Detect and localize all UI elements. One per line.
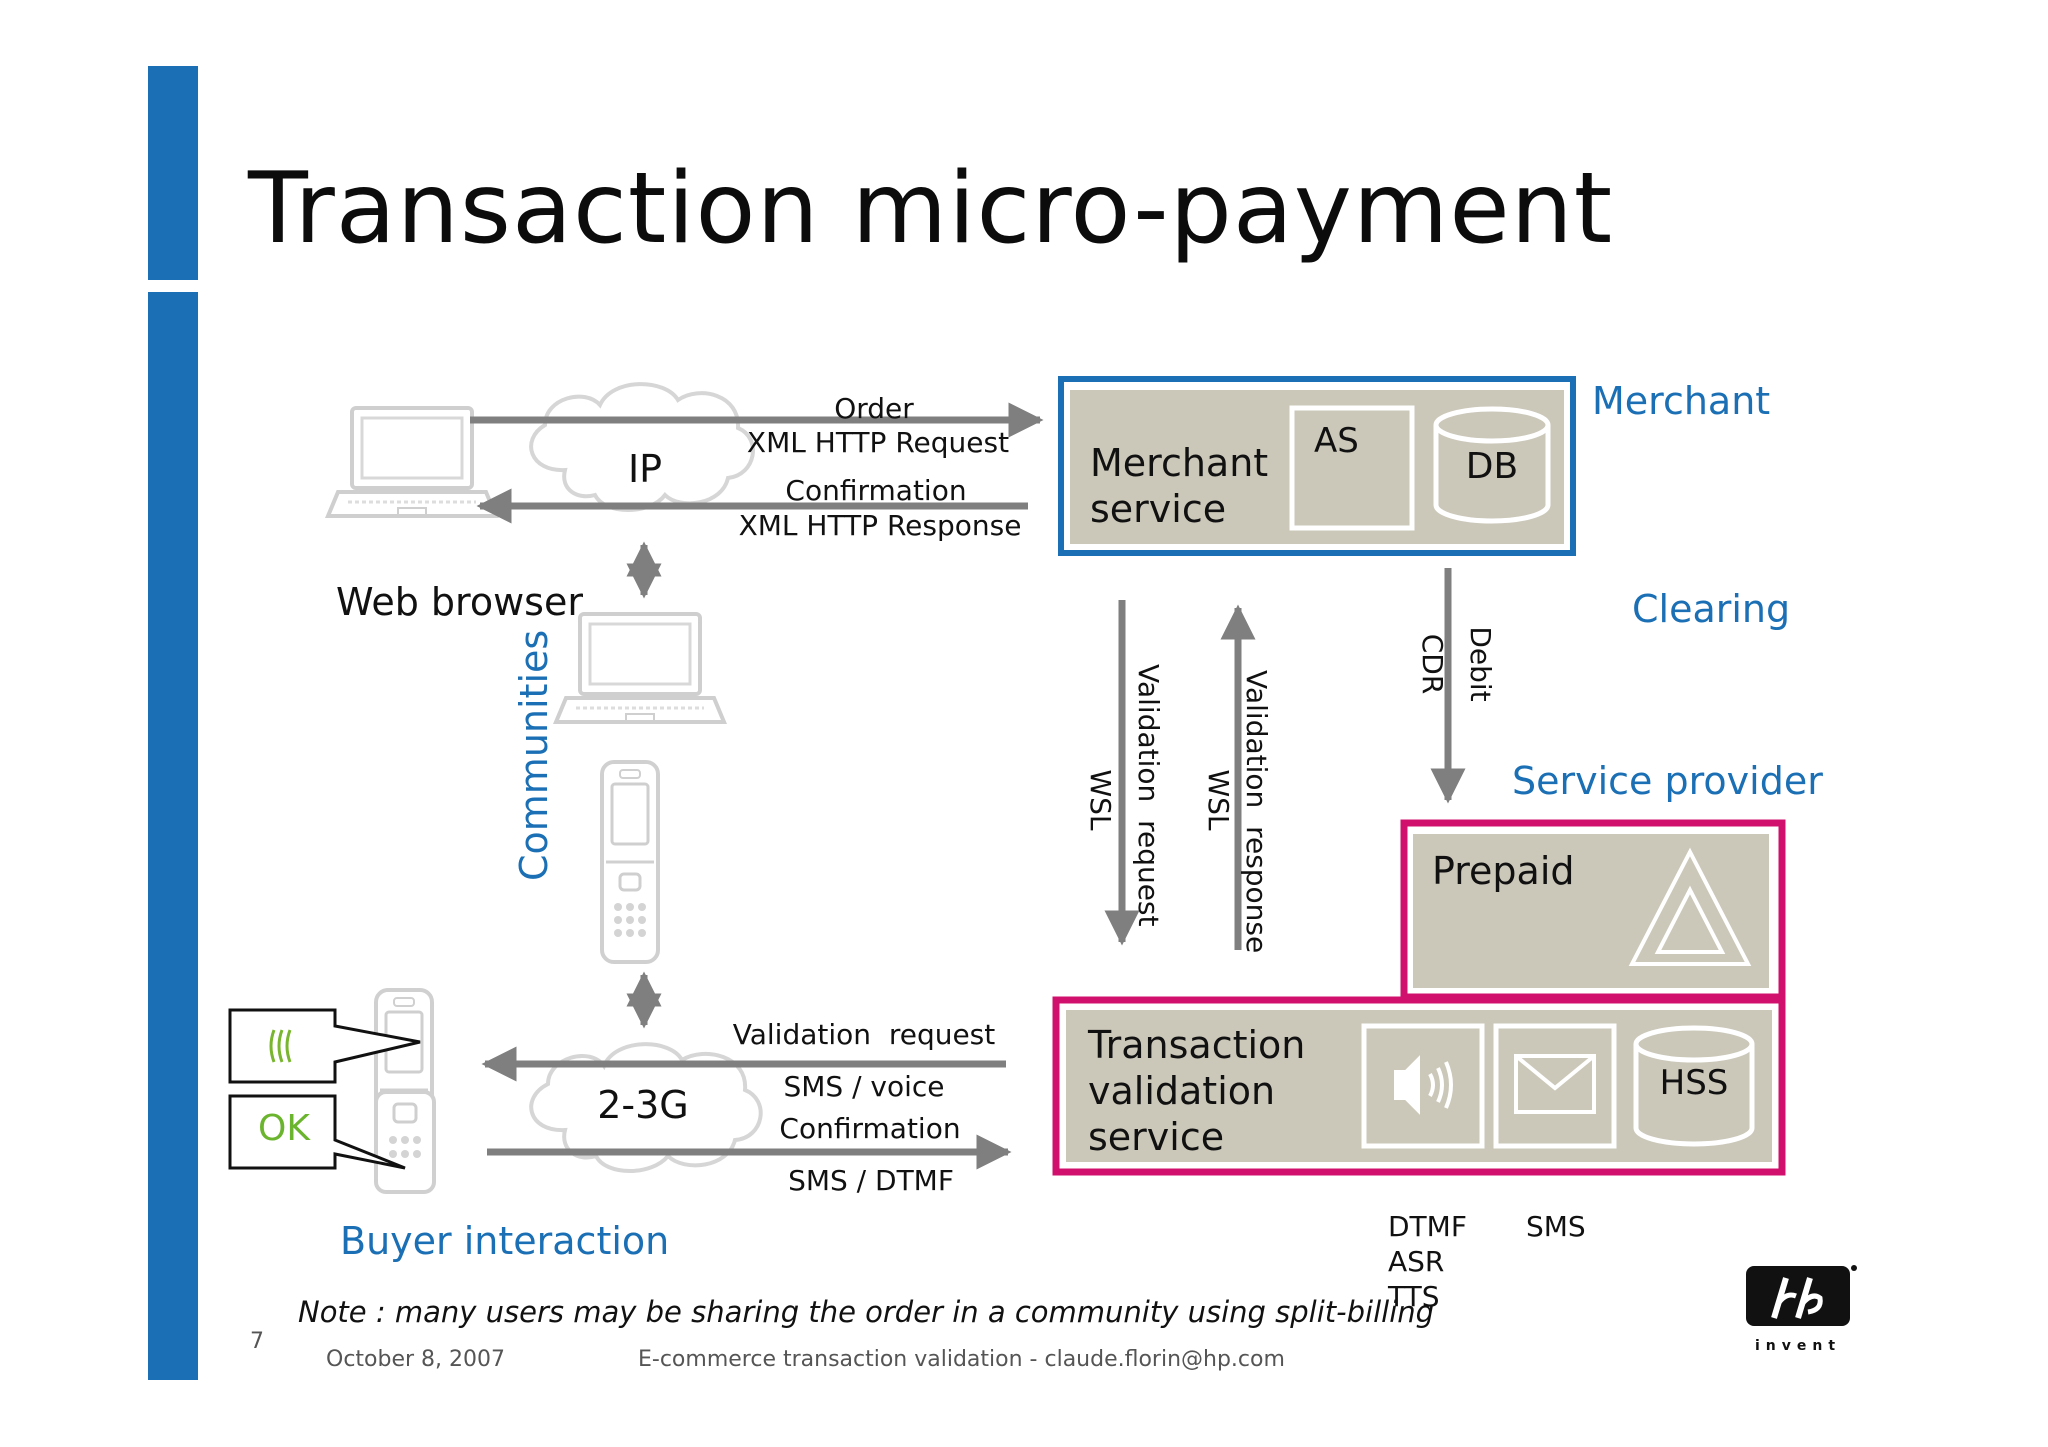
validation-request-label: Validation request (733, 1018, 996, 1051)
validation-line3: service (1088, 1115, 1224, 1159)
merchant-service-line2: service (1090, 487, 1226, 531)
order-label: Order (834, 392, 914, 425)
accent-bar-top (148, 66, 198, 280)
note-text: Note : many users may be sharing the ord… (298, 1295, 1434, 1329)
speaker-icon (1394, 1055, 1453, 1115)
validation-line2: validation (1088, 1069, 1275, 1113)
ok-bubble (228, 1094, 406, 1170)
db-label: DB (1466, 446, 1518, 487)
envelope-icon (1514, 1054, 1596, 1114)
xml-response-label: XML HTTP Response (739, 509, 1022, 542)
wsl-request-label: Validation request (1132, 664, 1165, 927)
footer-date: October 8, 2007 (326, 1347, 505, 1372)
prepaid-triangle-icon (1628, 847, 1752, 966)
service-provider-heading: Service provider (1512, 759, 1823, 803)
sound-waves-icon (269, 1029, 292, 1063)
ok-label: OK (258, 1108, 311, 1149)
clearing-heading: Clearing (1632, 587, 1790, 631)
web-laptop-icon (326, 406, 498, 518)
confirmation-label: Confirmation (785, 474, 966, 507)
cdr-label: CDR (1416, 633, 1449, 695)
hp-logo: invent (1746, 1265, 1857, 1354)
slide-title: Transaction micro-payment (248, 152, 1614, 266)
ip-label: IP (628, 447, 662, 491)
hp-logo-text: invent (1755, 1338, 1841, 1354)
wsl-1-label: WSL (1084, 769, 1117, 831)
communities-heading: Communities (512, 629, 556, 881)
community-phone-icon (600, 760, 660, 964)
footer-center: E-commerce transaction validation - clau… (638, 1347, 1285, 1372)
tts-label: TTS (1387, 1280, 1440, 1313)
xml-request-label: XML HTTP Request (747, 426, 1009, 459)
accent-bar-bottom (148, 292, 198, 1380)
wsl-response-label: Validation response (1240, 670, 1273, 954)
mobile-confirmation-label: Confirmation (779, 1112, 960, 1145)
hss-cylinder-icon (1633, 1025, 1755, 1147)
as-label: AS (1314, 421, 1359, 461)
sound-bubble (228, 1008, 421, 1084)
sms-voice-label: SMS / voice (783, 1070, 944, 1103)
dtmf-label: DTMF (1388, 1210, 1467, 1243)
debit-label: Debit (1464, 626, 1497, 702)
prepaid-label: Prepaid (1432, 849, 1575, 893)
wsl-2-label: WSL (1202, 769, 1235, 831)
validation-line1: Transaction (1087, 1023, 1305, 1067)
sms-label: SMS (1526, 1210, 1586, 1243)
db-cylinder-icon (1433, 406, 1551, 524)
web-browser-label: Web browser (336, 580, 583, 624)
buyer-phone-icon-2 (374, 1090, 436, 1194)
page-number: 7 (250, 1329, 264, 1354)
merchant-service-line1: Merchant (1090, 441, 1268, 485)
community-laptop-icon (554, 612, 726, 724)
hss-label: HSS (1660, 1063, 1729, 1103)
buyer-interaction-heading: Buyer interaction (340, 1219, 669, 1263)
asr-label: ASR (1388, 1245, 1444, 1278)
sms-dtmf-label: SMS / DTMF (788, 1164, 954, 1197)
3g-label: 2-3G (597, 1083, 689, 1127)
3g-cloud-icon (529, 1042, 763, 1173)
merchant-heading: Merchant (1592, 379, 1770, 423)
